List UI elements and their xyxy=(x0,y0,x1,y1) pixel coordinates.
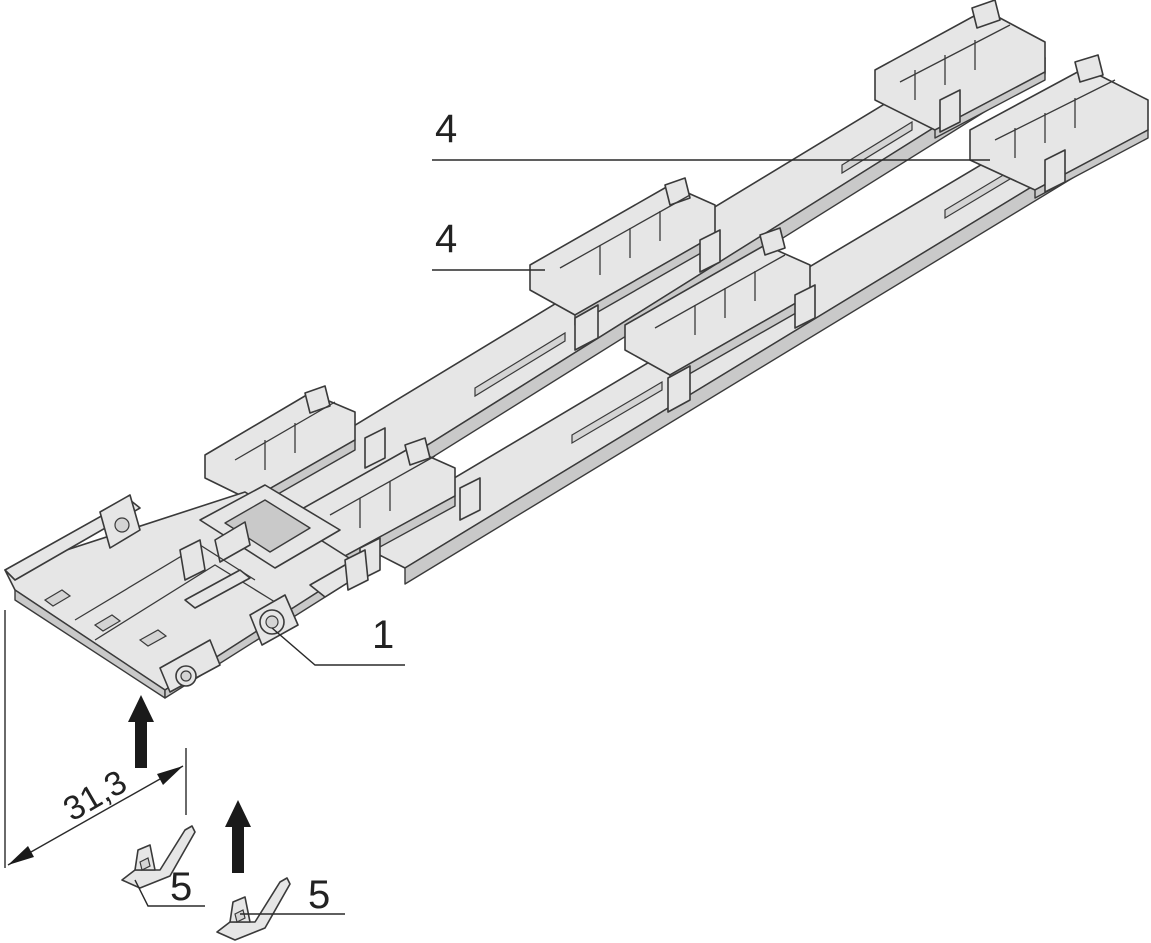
callout-base-plate: 1 xyxy=(271,613,405,666)
up-arrow-left xyxy=(128,695,154,768)
callout-label-upper-rail: 4 xyxy=(435,107,457,151)
front-rail xyxy=(299,54,1149,585)
callout-label-clip-left: 5 xyxy=(170,865,192,909)
callout-label-clip-right: 5 xyxy=(308,873,330,917)
clip-left: 5 xyxy=(121,825,205,909)
callout-upper-rail: 4 xyxy=(432,107,990,161)
clip-right: 5 xyxy=(216,873,345,941)
callout-lower-rail: 4 xyxy=(432,217,545,271)
dimension-value: 31,3 xyxy=(57,763,133,829)
up-arrow-right xyxy=(225,800,251,873)
base-plate xyxy=(4,484,369,699)
callout-label-base-plate: 1 xyxy=(372,613,394,657)
callout-label-lower-rail: 4 xyxy=(435,217,457,261)
